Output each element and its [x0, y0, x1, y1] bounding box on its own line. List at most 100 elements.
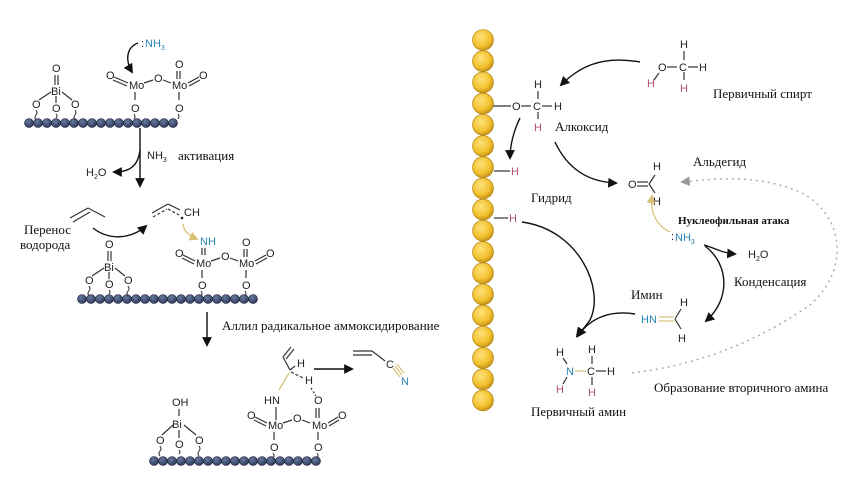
primary-amine-label: Первичный амин	[531, 404, 626, 419]
gold-bead	[472, 29, 494, 51]
surface-bead	[96, 118, 106, 128]
surface-bead	[113, 294, 123, 304]
alkoxide-label: Алкоксид	[555, 119, 609, 134]
gold-bead	[472, 71, 494, 94]
oxygen-atom: O	[52, 63, 61, 75]
mo-atom: Mo	[172, 80, 187, 92]
formaldehyde: O H H	[628, 161, 661, 208]
oxygen-atom: O	[199, 70, 208, 82]
oxygen-atom: O	[270, 442, 279, 454]
oxygen-atom: O	[156, 435, 165, 447]
allyl-radical: CH	[151, 203, 200, 220]
hydrogen-atom: H	[678, 333, 686, 345]
oxygen-atom: O	[198, 280, 207, 292]
surface-bead	[212, 456, 222, 466]
acrylonitrile-product: C N	[353, 350, 409, 388]
carbon-atom: C	[386, 359, 394, 371]
surface-bead	[248, 456, 258, 466]
hydrogen-atom: H	[556, 384, 564, 396]
hydrogen-atom: H	[554, 101, 562, 113]
oxygen-atom: O	[247, 410, 256, 422]
surface-bead	[132, 118, 142, 128]
surface-bead	[239, 294, 249, 304]
nitrogen-atom: N	[566, 366, 574, 378]
surface-bead	[167, 294, 177, 304]
hydrogen-atom: H	[699, 62, 707, 74]
amine-hn: HN	[264, 395, 280, 407]
surface-bead	[87, 118, 97, 128]
oxygen-atom: O	[32, 99, 41, 111]
hydride-h: H	[511, 166, 519, 178]
surface-bead	[185, 294, 195, 304]
surface-bead	[257, 456, 267, 466]
alkoxide: O C H H H	[493, 79, 562, 134]
oxygen-atom: O	[105, 279, 114, 291]
hydrogen-atom: H	[534, 79, 542, 91]
oxygen-atom: O	[175, 103, 184, 115]
surface-bead	[150, 118, 160, 128]
surface-bead	[302, 456, 312, 466]
gold-bead	[472, 156, 494, 179]
mo-atom: Mo	[312, 420, 327, 432]
surface-bead	[203, 456, 213, 466]
oxygen-atom: O	[221, 251, 230, 263]
oxygen-atom: O	[175, 59, 184, 71]
oxygen-atom: O	[52, 103, 61, 115]
surface-bead	[194, 294, 204, 304]
oxygen-atom: O	[242, 280, 251, 292]
oxygen-atom: O	[106, 70, 115, 82]
bi-atom: Bi	[104, 262, 114, 274]
surface-bead	[114, 118, 124, 128]
gold-bead	[472, 347, 494, 369]
stage3-catalyst: OH Bi O O O H H	[149, 346, 409, 466]
surface-bead	[185, 456, 195, 466]
gold-bead	[472, 114, 494, 136]
surface-bead	[221, 294, 231, 304]
mo-site-3: Mo Mo O O O O O O	[247, 395, 347, 459]
surface-bead	[95, 294, 105, 304]
oxygen-atom: O	[314, 442, 323, 454]
hydrogen-atom: H	[588, 387, 596, 399]
surface-bead	[176, 294, 186, 304]
gold-bead	[472, 304, 494, 327]
oxygen-atom: O	[85, 275, 94, 287]
oxygen-atom: O	[628, 179, 637, 191]
surface-bead	[60, 118, 70, 128]
surface-bead	[24, 118, 34, 128]
oxygen-atom: O	[154, 73, 163, 85]
catalyst-surface-3	[149, 456, 321, 466]
lone-pair-colon: :	[141, 38, 144, 50]
surface-bead	[293, 456, 303, 466]
ammonia-attack: : NH3	[123, 38, 165, 74]
left-panel: Bi O O O O Mo Mo O O O	[20, 38, 440, 466]
imine-label: Имин	[631, 287, 663, 302]
surface-bead	[140, 294, 150, 304]
gold-bead	[472, 368, 494, 391]
hydrogen-transfer-label-line2: водорода	[20, 237, 71, 252]
mo-atom: Mo	[196, 258, 211, 270]
surface-bead	[123, 118, 133, 128]
surface-bead	[212, 294, 222, 304]
surface-bead	[284, 456, 294, 466]
water-byproduct: H2O	[86, 167, 107, 181]
stage2-catalyst: Перенос водорода CH NH Bi O O O	[20, 203, 275, 304]
hydrogen-atom: H	[534, 122, 542, 134]
gold-bead	[472, 262, 494, 285]
hydride-label: Гидрид	[531, 190, 572, 205]
bi-site-3: OH Bi O O O	[156, 397, 204, 457]
allyl-amine-fragment: H H HN	[264, 346, 317, 420]
surface-bead	[141, 118, 151, 128]
surface-bead	[51, 118, 61, 128]
catalyst-surface-1	[24, 118, 178, 128]
primary-alcohol: O C H H H H	[647, 39, 707, 95]
gold-bead	[472, 50, 494, 73]
surface-bead	[221, 456, 231, 466]
metal-surface	[472, 29, 494, 412]
activation-step: H2O NH3 активация	[86, 128, 234, 188]
mo-site-1: Mo Mo O O O O O O	[106, 59, 208, 120]
water-molecule: H2O	[748, 249, 769, 263]
bi-atom: Bi	[172, 419, 182, 431]
surface-bead	[86, 294, 96, 304]
surface-bead	[311, 456, 321, 466]
surface-bead	[122, 294, 132, 304]
